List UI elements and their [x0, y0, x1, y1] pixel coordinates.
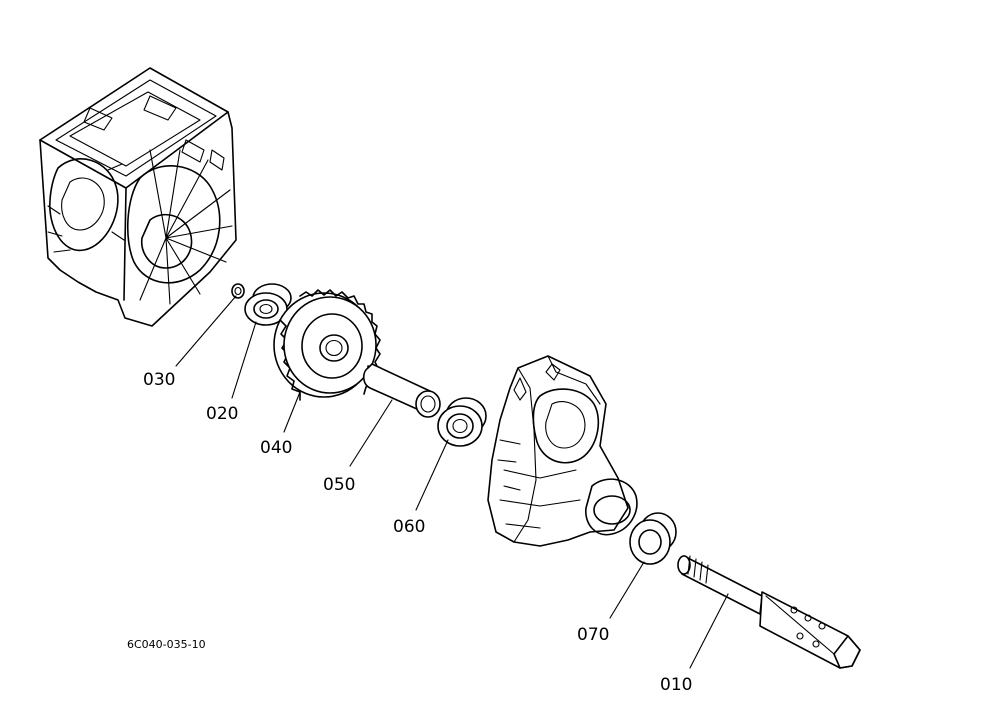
- leader-060: [415, 439, 449, 511]
- label-020: 020: [206, 404, 238, 424]
- part-030-snap-ring: [231, 283, 245, 299]
- leader-010: [689, 593, 729, 669]
- leader-040: [283, 391, 301, 433]
- transmission-case: [39, 67, 237, 327]
- label-050: 050: [323, 475, 355, 495]
- leader-070: [609, 561, 645, 619]
- label-070: 070: [577, 625, 609, 645]
- label-060: 060: [393, 517, 425, 537]
- drawing-code: 6C040-035-10: [127, 638, 206, 651]
- leader-030: [175, 295, 237, 367]
- label-040: 040: [260, 438, 292, 458]
- leader-lines: [175, 295, 729, 669]
- part-020-ball-bearing: [244, 283, 292, 326]
- part-labels: 030 020 040 050 060 070 010: [143, 370, 692, 695]
- part-060-ball-bearing: [437, 397, 487, 447]
- part-040-spur-gear: [273, 289, 381, 401]
- pto-cover-housing: [487, 355, 638, 547]
- leader-020: [231, 321, 257, 399]
- label-010: 010: [660, 675, 692, 695]
- leader-050: [349, 399, 393, 467]
- part-050-sleeve: [362, 363, 441, 418]
- part-070-oil-seal: [629, 512, 677, 565]
- label-030: 030: [143, 370, 175, 390]
- part-010-pto-shaft: [677, 555, 861, 669]
